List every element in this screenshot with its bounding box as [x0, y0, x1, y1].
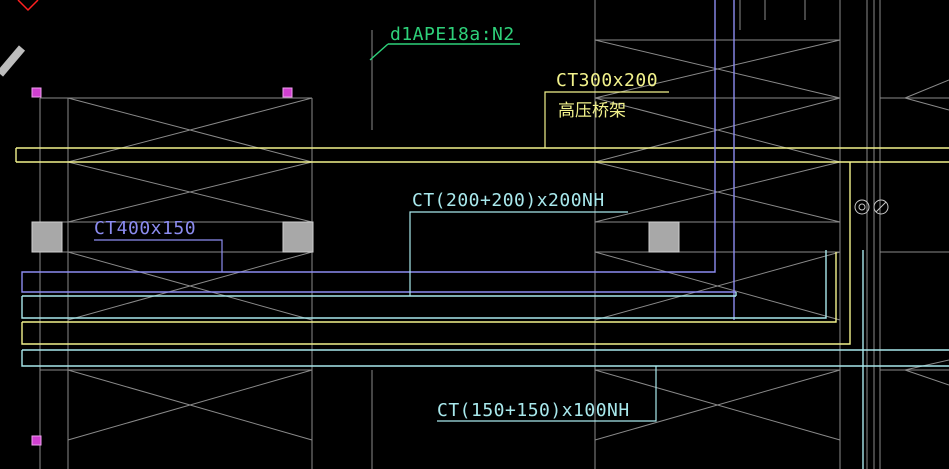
grip-point[interactable]	[282, 87, 293, 98]
label-tray-ct300-desc[interactable]: 高压桥架	[558, 101, 626, 121]
tray-ct200-outline[interactable]	[21, 250, 827, 319]
grip-point[interactable]	[31, 87, 42, 98]
tray-ct400-outline[interactable]	[21, 0, 736, 320]
section-arrow	[0, 45, 26, 77]
column-block	[648, 221, 680, 253]
label-tray-ct150[interactable]: CT(150+150)x100NH	[437, 400, 630, 421]
label-leaders	[94, 91, 669, 422]
columns	[31, 221, 680, 253]
label-tray-ct300[interactable]: CT300x200	[556, 70, 658, 91]
red-marker	[17, 0, 39, 12]
grip-points[interactable]	[31, 87, 293, 446]
tray-yellow-loop[interactable]	[21, 162, 851, 345]
sprinkler-symbols	[854, 199, 889, 215]
sprinkler-icon	[854, 199, 870, 215]
cable-d1ape18a[interactable]	[369, 43, 520, 61]
sprinkler-icon	[873, 199, 889, 215]
tray-ct300-outline[interactable]	[15, 147, 949, 163]
label-cable-green[interactable]: d1APE18a:N2	[390, 24, 515, 45]
label-tray-ct400[interactable]: CT400x150	[94, 218, 196, 239]
column-block	[31, 221, 63, 253]
tray-ct150-outline[interactable]	[21, 250, 949, 469]
grip-point[interactable]	[31, 435, 42, 446]
column-block	[282, 221, 314, 253]
label-tray-ct200[interactable]: CT(200+200)x200NH	[412, 190, 605, 211]
